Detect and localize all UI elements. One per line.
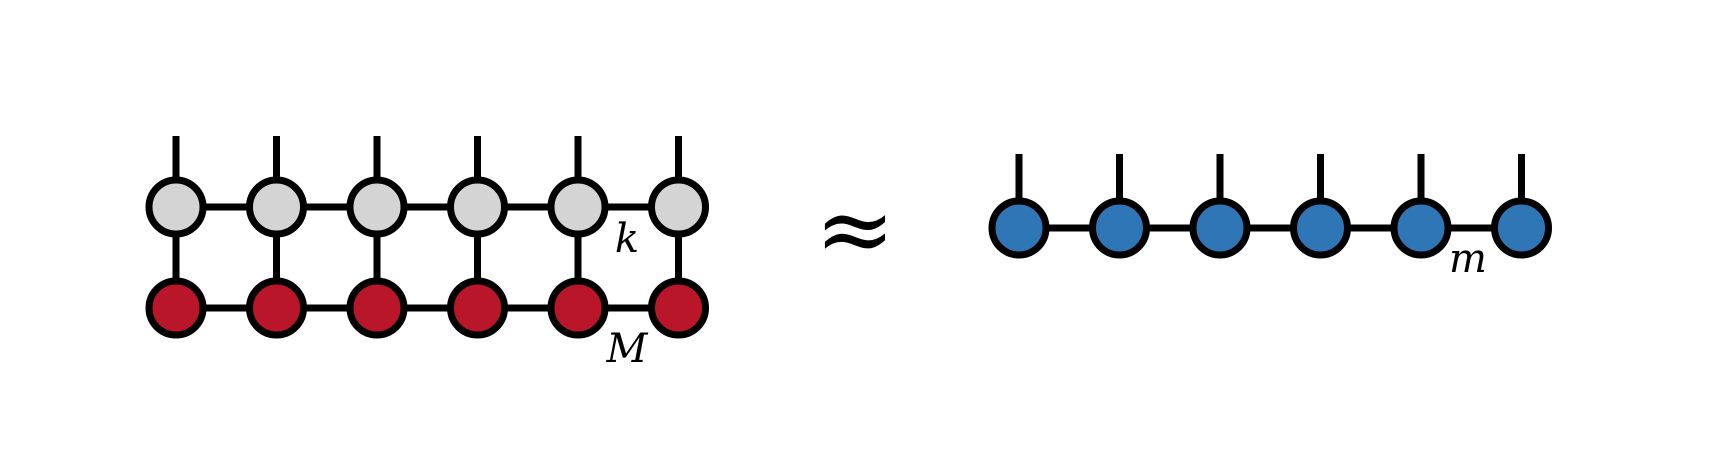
blue-node-4 [1290,197,1351,259]
bottom-node-4 [447,277,508,339]
bottom-node-6 [648,277,709,339]
bottom-node-2 [246,277,307,339]
top-node-2 [246,176,307,238]
blue-node-5 [1390,197,1452,259]
label-m: m [1449,236,1487,282]
bottom-node-1 [145,277,207,339]
bottom-node-3 [346,277,408,339]
top-node-1 [145,176,207,238]
blue-node-2 [1089,197,1150,259]
approx-symbol: ≈ [815,173,895,285]
top-node-4 [447,176,508,238]
label-M: M [606,326,649,372]
left-tensor-network [145,136,709,339]
top-node-3 [346,176,408,238]
bottom-node-5 [547,277,609,339]
top-node-5 [547,176,609,238]
blue-node-3 [1189,197,1251,259]
top-node-6 [648,176,709,238]
right-tensor-network [988,154,1552,259]
blue-node-6 [1491,197,1552,259]
label-k: k [615,216,639,262]
blue-node-1 [988,197,1050,259]
